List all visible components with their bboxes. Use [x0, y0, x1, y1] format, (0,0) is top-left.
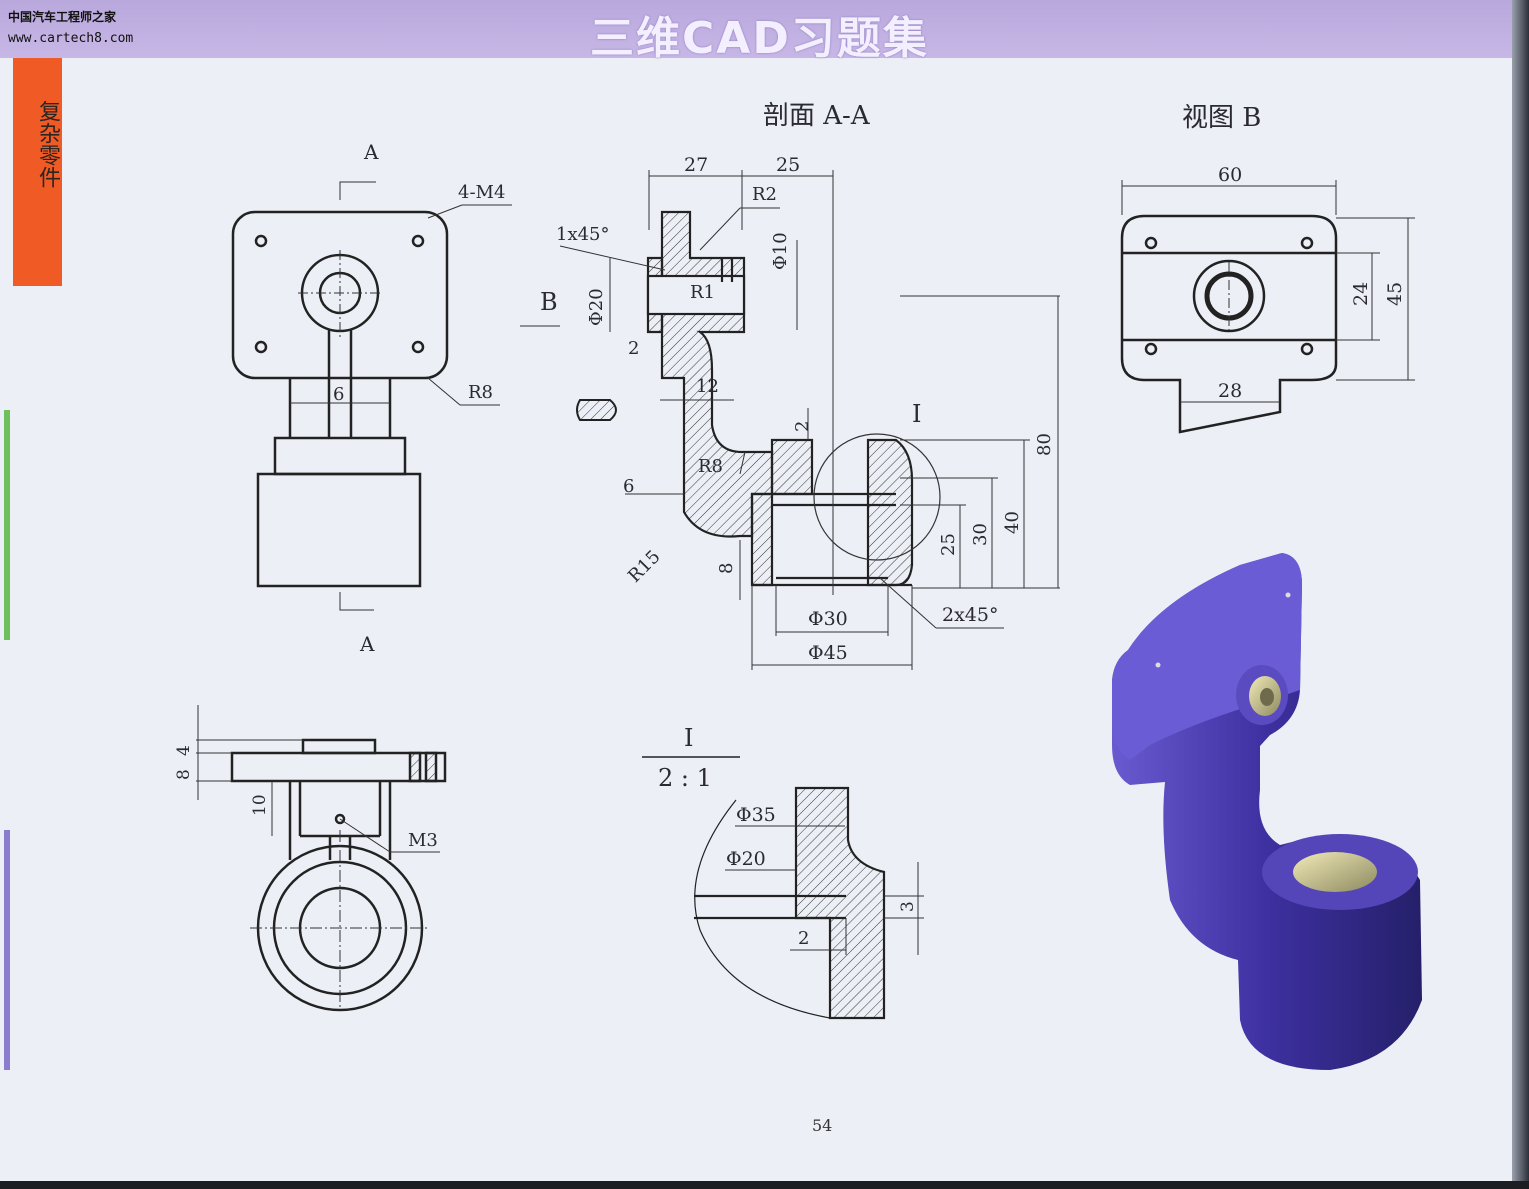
section-title: 剖面 A-A [763, 101, 870, 131]
dim-6-section: 6 [623, 476, 635, 497]
detail-view [642, 756, 886, 1020]
header-banner: 三维CAD习题集 [0, 0, 1512, 64]
dim-chamfer-2x45: 2x45° [942, 604, 999, 626]
dim-27: 27 [684, 154, 709, 176]
dim-detail-3: 3 [898, 901, 918, 912]
dim-detail-phi20: Φ20 [726, 848, 766, 870]
dim-8-bottom: 8 [174, 769, 194, 780]
dim-phi30: Φ30 [808, 608, 848, 630]
section-marker-top: A [364, 140, 379, 164]
detail-dims [725, 825, 924, 955]
dim-45: 45 [1384, 281, 1406, 306]
dim-12: 12 [696, 376, 719, 397]
page-number: 54 [812, 1116, 833, 1135]
dim-60: 60 [1218, 164, 1243, 186]
dim-80: 80 [1034, 433, 1055, 456]
dim-r8: R8 [468, 382, 494, 403]
section-aa-lines [646, 258, 912, 587]
dim-r2: R2 [752, 184, 778, 205]
dim-30: 30 [970, 523, 991, 546]
front-view-thin [290, 181, 560, 611]
bottom-view-dims [196, 705, 440, 1010]
section-marker-bottom: A [360, 632, 375, 656]
chapter-tab [13, 58, 62, 286]
dim-40: 40 [1002, 511, 1023, 534]
dim-6: 6 [333, 384, 345, 405]
dim-25: 25 [938, 533, 959, 556]
page-edge-green [4, 410, 10, 640]
bottom-view [230, 738, 447, 1012]
dim-detail-2: 2 [798, 928, 810, 949]
section-aa-dims [559, 170, 1060, 670]
dim-25-top: 25 [776, 154, 801, 176]
dim-2-boss: 2 [792, 420, 813, 432]
dim-4: 4 [174, 745, 194, 756]
dim-10: 10 [250, 794, 270, 816]
dim-detail-phi35: Φ35 [736, 804, 776, 826]
dim-r1: R1 [690, 282, 716, 303]
dim-phi20-section: Φ20 [586, 288, 607, 326]
dim-phi10: Φ10 [770, 232, 791, 270]
detail-label: I [684, 724, 694, 752]
view-b-arrow-label: B [540, 288, 558, 316]
dim-28: 28 [1218, 380, 1243, 402]
detail-scale: 2 : 1 [658, 764, 712, 792]
dim-4-m4: 4-M4 [458, 182, 506, 203]
dim-m3: M3 [408, 830, 438, 851]
view-b-dims [1121, 180, 1415, 403]
site-name: 中国汽车工程师之家 [8, 10, 117, 24]
dim-2-wall: 2 [628, 338, 640, 359]
book-spine-edge [1512, 0, 1529, 1189]
scan-bottom-edge [0, 1181, 1529, 1189]
page-edge-purple [4, 830, 10, 1070]
dim-r8-section: R8 [698, 456, 724, 477]
dim-chamfer-1x45: 1x45° [556, 224, 610, 245]
detail-marker: I [912, 400, 922, 428]
dim-phi45: Φ45 [808, 642, 848, 664]
dim-24: 24 [1350, 281, 1372, 306]
book-title: 三维CAD习题集 [590, 13, 929, 64]
chapter-tab-label: 复杂零件 [35, 100, 60, 188]
3d-model [1112, 553, 1422, 1070]
view-b-title: 视图 B [1182, 103, 1262, 133]
dim-8: 8 [716, 562, 737, 574]
site-url[interactable]: www.cartech8.com [8, 31, 134, 46]
section-b-mark [576, 399, 617, 421]
